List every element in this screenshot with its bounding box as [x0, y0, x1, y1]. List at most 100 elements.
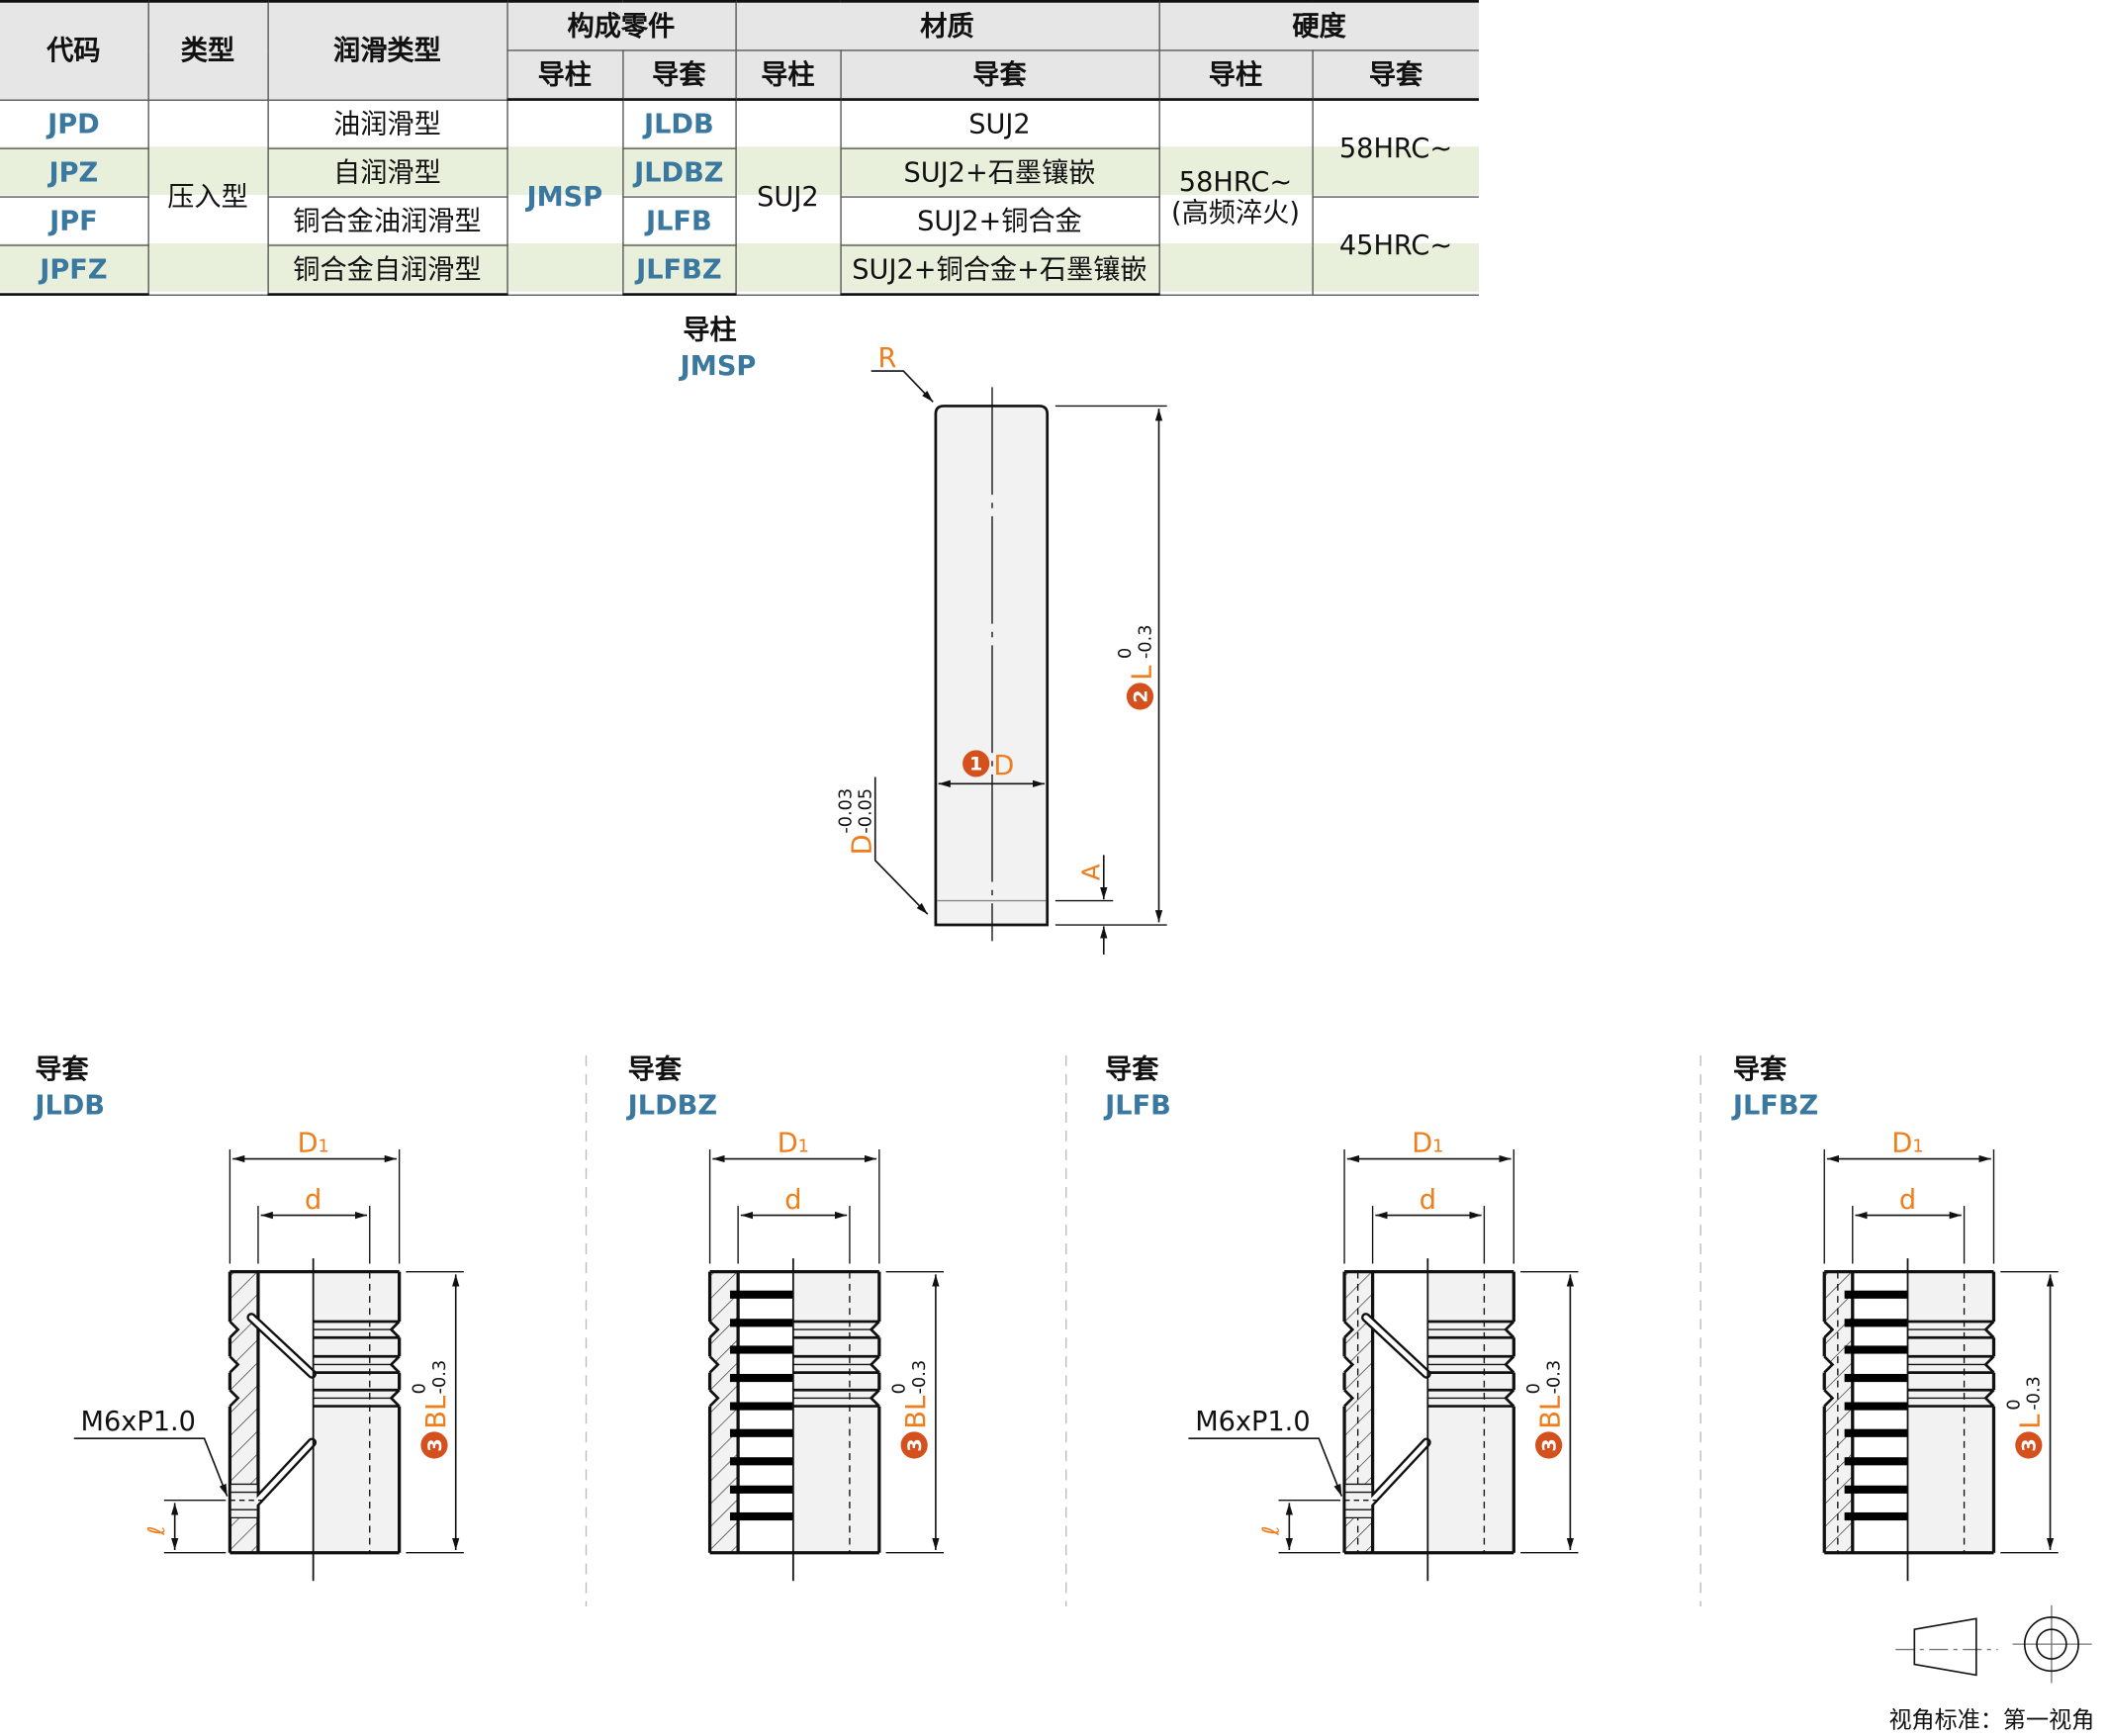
guide-post-code: JMSP [679, 351, 757, 382]
oil-groove [229, 1355, 240, 1374]
bushing-outer-view [792, 1271, 879, 1553]
code-cell: JPF [0, 196, 149, 246]
tol-upper: -0.03 [836, 788, 856, 834]
inner-diameter-label: d [1420, 1185, 1436, 1216]
tol-upper: 0 [1524, 1383, 1544, 1394]
graphite-plug [729, 1319, 793, 1327]
bush-material-cell: SUJ2+石墨镶嵌 [839, 147, 1159, 198]
graphite-plug [729, 1345, 793, 1354]
code-cell: JPZ [0, 147, 149, 198]
subheader-parts-post: 导柱 [506, 49, 623, 101]
table-row: JPD 压入型 油润滑型 JMSP JLDB SUJ2 SUJ2 58HRC~(… [0, 98, 1479, 296]
bushing-code: JLDBZ [626, 1091, 717, 1122]
tol-upper: 0 [1116, 648, 1136, 659]
graphite-plug [729, 1373, 793, 1383]
inner-diameter-label: d [1899, 1185, 1916, 1216]
bush-code-cell: JLFB [621, 196, 737, 246]
length-symbol: L [1127, 666, 1157, 681]
graphite-plug [729, 1485, 793, 1494]
post-hardness-cell: 58HRC~(高频淬火) [1157, 98, 1314, 296]
header-code: 代码 [0, 0, 149, 101]
graphite-plug [1844, 1290, 1908, 1299]
bushing-code: JLFBZ [1731, 1091, 1818, 1122]
bushing-outline [1822, 1271, 1996, 1553]
table-row: JPFZ 铜合金自润滑型 JLFBZ SUJ2+铜合金+石墨镶嵌 [0, 244, 1479, 296]
lube-cell: 铜合金自润滑型 [266, 244, 508, 296]
guide-post-drawing: 导柱 JMSP R 2 L 0 -0.3 1 D D - [679, 315, 1167, 955]
oil-groove [1343, 1355, 1355, 1374]
badge-3-icon [900, 1431, 928, 1459]
bushings: 导套JLDBD1dM6xP1.0ℓ3BL0-0.3导套JLDBZD1d3BL0-… [33, 1054, 2059, 1582]
bushing-outline [707, 1271, 881, 1553]
header-hardness: 硬度 [1157, 0, 1479, 51]
bushing-code: JLFB [1103, 1091, 1171, 1122]
subheader-hardness-post: 导柱 [1157, 49, 1314, 101]
projection-label: 视角标准：第一视角 [1888, 1707, 2094, 1733]
tol-lower: -0.3 [1545, 1360, 1565, 1394]
post-hardness-note: (高频淬火) [1170, 196, 1300, 228]
chamfer-label: A [1077, 864, 1106, 880]
tol-upper: 0 [410, 1383, 429, 1394]
outer-diameter-label: D1 [298, 1129, 329, 1159]
thread-label: M6xP1.0 [1195, 1407, 1310, 1437]
oil-groove [708, 1320, 720, 1339]
inner-diameter-label: d [784, 1185, 801, 1216]
graphite-plug [1844, 1345, 1908, 1354]
badge-number: 2 [1130, 689, 1151, 702]
header-lube: 润滑类型 [266, 0, 508, 101]
length-label: 2 L 0 -0.3 [1116, 624, 1157, 710]
header-material: 材质 [734, 0, 1160, 51]
first-angle-projection-icon [1895, 1604, 2092, 1684]
type-cell: 压入型 [146, 98, 269, 296]
badge-3-icon [2015, 1431, 2043, 1459]
post-hardness: 58HRC~ [1178, 164, 1293, 198]
badge-1-icon [962, 750, 990, 777]
bushing-title: 导套 [1105, 1054, 1159, 1085]
table-row: JPF 铜合金油润滑型 JLFB SUJ2+铜合金 45HRC~ [0, 196, 1479, 296]
subheader-parts-bush: 导套 [621, 49, 737, 101]
bush-code-cell: JLFBZ [621, 244, 737, 296]
header-parts: 构成零件 [505, 0, 737, 51]
bush-material-cell: SUJ2 [839, 98, 1160, 149]
bushing-code: JLDB [33, 1091, 105, 1122]
length-symbol: BL [1536, 1396, 1567, 1429]
oil-groove [1343, 1389, 1355, 1408]
badge-number: 3 [2019, 1438, 2041, 1451]
tol-lower: -0.3 [2025, 1376, 2045, 1410]
badge-3-icon [420, 1431, 448, 1459]
tol-upper: 0 [890, 1383, 910, 1394]
thread-leader [1188, 1437, 1343, 1497]
code-cell: JPD [0, 98, 149, 149]
fit-tolerance-label: D -0.03 -0.05 [836, 788, 877, 855]
tol-lower: -0.3 [430, 1360, 450, 1394]
graphite-plug [729, 1457, 793, 1466]
graphite-plug [1844, 1402, 1908, 1411]
graphite-plug [1844, 1485, 1908, 1494]
oil-groove [1823, 1355, 1835, 1374]
badge-number: 3 [1538, 1438, 1560, 1451]
oil-groove [1823, 1320, 1835, 1339]
spec-table: 代码 类型 润滑类型 构成零件 材质 硬度 导柱 导套 导柱 导套 导柱 导套 … [0, 0, 1479, 296]
oil-groove [1823, 1389, 1835, 1408]
inner-diameter-label: d [305, 1185, 321, 1216]
oil-groove [708, 1355, 720, 1374]
header-type: 类型 [146, 0, 269, 101]
badge-3-icon [1535, 1431, 1563, 1459]
graphite-plug [1844, 1511, 1908, 1521]
graphite-plug [1844, 1428, 1908, 1437]
diameter-label: D [993, 751, 1014, 781]
bush-code-cell: JLDB [621, 98, 737, 149]
depth-label: ℓ [144, 1525, 170, 1536]
bush-hardness-cell: 58HRC~ [1311, 98, 1479, 198]
radius-leader [871, 370, 934, 403]
bushing-title: 导套 [35, 1054, 89, 1085]
length-label: 3L0-0.3 [2004, 1376, 2047, 1459]
badge-2-icon [1126, 683, 1154, 710]
graphite-plug [729, 1402, 793, 1411]
badge-number: 3 [424, 1438, 446, 1451]
radius-label: R [877, 343, 896, 374]
